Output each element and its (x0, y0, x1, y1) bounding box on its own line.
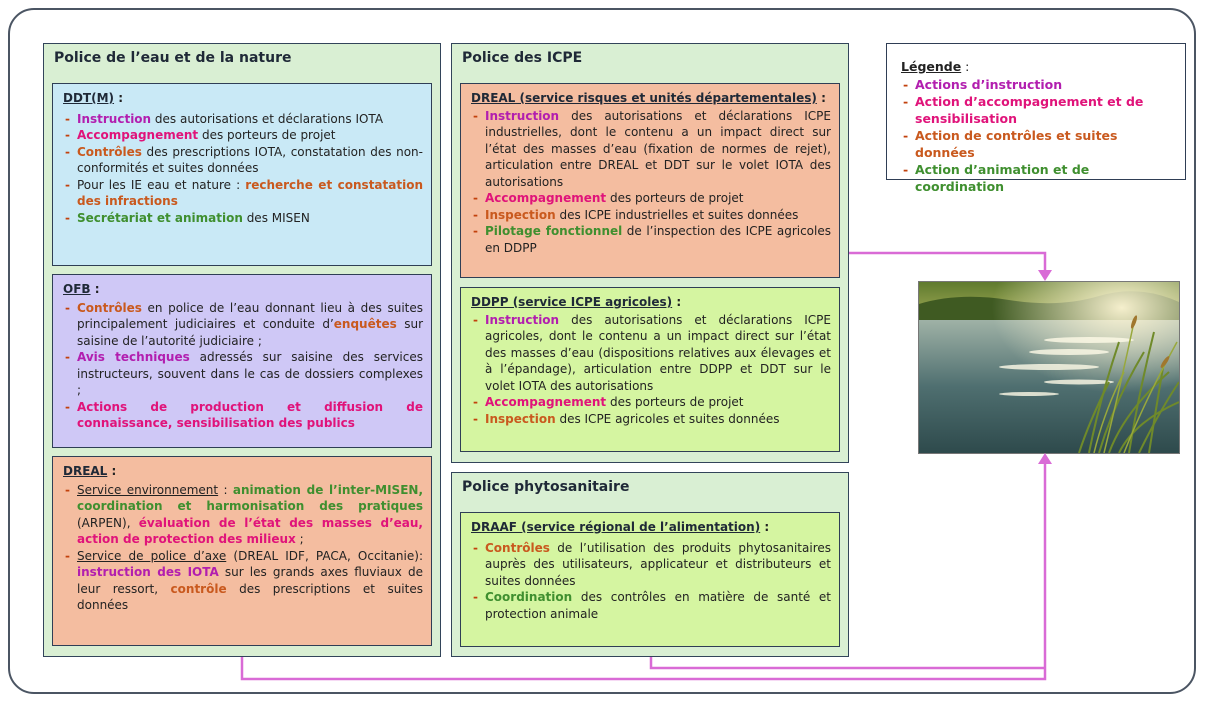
draaf-list: Contrôles de l’utilisation des produits … (471, 540, 831, 623)
ddtm-item-secretariat: Secrétariat et animation des MISEN (63, 210, 423, 227)
ddpp-item-inspection: Inspection des ICPE agricoles et suites … (471, 411, 831, 428)
draaf-box: DRAAF (service régional de l’alimentatio… (460, 512, 840, 647)
arrow-phyto-line (649, 657, 1045, 670)
draaf-item-controles: Contrôles de l’utilisation des produits … (471, 540, 831, 590)
legend-item-instruction: Actions d’instruction (901, 76, 1173, 93)
legend-item-controles: Action de contrôles et suites données (901, 127, 1173, 161)
ddtm-item-instruction: Instruction des autorisations et déclara… (63, 111, 423, 128)
ddpp-item-accompagnement: Accompagnement des porteurs de projet (471, 394, 831, 411)
draaf-header: DRAAF (service régional de l’alimentatio… (471, 520, 761, 534)
ddtm-item-controles: Contrôles des prescriptions IOTA, consta… (63, 144, 423, 177)
ofb-item-controles: Contrôles en police de l’eau donnant lie… (63, 300, 423, 350)
dreal-eau-box: DREAL : Service environnement : animatio… (52, 456, 432, 646)
legend-box: Légende : Actions d’instruction Action d… (886, 43, 1186, 194)
dreal-icpe-item-inspection: Inspection des ICPE industrielles et sui… (471, 207, 831, 224)
legend-title: Légende (901, 59, 962, 74)
panel-title-police-eau: Police de l’eau et de la nature (54, 50, 292, 66)
legend-item-accompagnement: Action d’accompagnement et de sensibilis… (901, 93, 1173, 127)
arrowhead-up-icon (1038, 453, 1052, 464)
dreal-eau-header: DREAL (63, 464, 108, 478)
ofb-item-avis: Avis techniques adressés sur saisine des… (63, 349, 423, 399)
draaf-item-coordination: Coordination des contrôles en matière de… (471, 589, 831, 622)
arrowhead-down-icon (1038, 270, 1052, 281)
ddpp-box: DDPP (service ICPE agricoles) : Instruct… (460, 287, 840, 452)
ddtm-list: Instruction des autorisations et déclara… (63, 111, 423, 227)
dreal-icpe-list: Instruction des autorisations et déclara… (471, 108, 831, 257)
dreal-eau-list: Service environnement : animation de l’i… (63, 482, 423, 614)
legend-list: Actions d’instruction Action d’accompagn… (901, 76, 1173, 195)
dreal-eau-item-police-axe: Service de police d’axe (DREAL IDF, PACA… (63, 548, 423, 614)
ddpp-item-instruction: Instruction des autorisations et déclara… (471, 312, 831, 395)
ofb-box: OFB : Contrôles en police de l’eau donna… (52, 274, 432, 448)
ddpp-header: DDPP (service ICPE agricoles) (471, 295, 673, 309)
ofb-header: OFB (63, 282, 91, 296)
dreal-icpe-header: DREAL (service risques et unités départe… (471, 91, 817, 105)
legend-item-animation: Action d’animation et de coordination (901, 161, 1173, 195)
dreal-icpe-item-instruction: Instruction des autorisations et déclara… (471, 108, 831, 191)
dreal-icpe-item-pilotage: Pilotage fonctionnel de l’inspection des… (471, 223, 831, 256)
arrow-eau-to-image (240, 462, 1047, 681)
arrow-icpe-to-image (849, 251, 1047, 272)
ddtm-header: DDT(M) (63, 91, 115, 105)
panel-title-police-phyto: Police phytosanitaire (462, 479, 630, 495)
ddtm-item-ie: Pour les IE eau et nature : recherche et… (63, 177, 423, 210)
ddtm-box: DDT(M) : Instruction des autorisations e… (52, 83, 432, 266)
ofb-item-actions: Actions de production et diffusion de co… (63, 399, 423, 432)
dreal-eau-item-service-env: Service environnement : animation de l’i… (63, 482, 423, 548)
ofb-list: Contrôles en police de l’eau donnant lie… (63, 300, 423, 432)
dreal-icpe-box: DREAL (service risques et unités départe… (460, 83, 840, 278)
dreal-icpe-item-accompagnement: Accompagnement des porteurs de projet (471, 190, 831, 207)
panel-title-police-icpe: Police des ICPE (462, 50, 583, 66)
ddpp-list: Instruction des autorisations et déclara… (471, 312, 831, 428)
ddtm-item-accompagnement: Accompagnement des porteurs de projet (63, 127, 423, 144)
river-landscape-image (918, 281, 1180, 454)
